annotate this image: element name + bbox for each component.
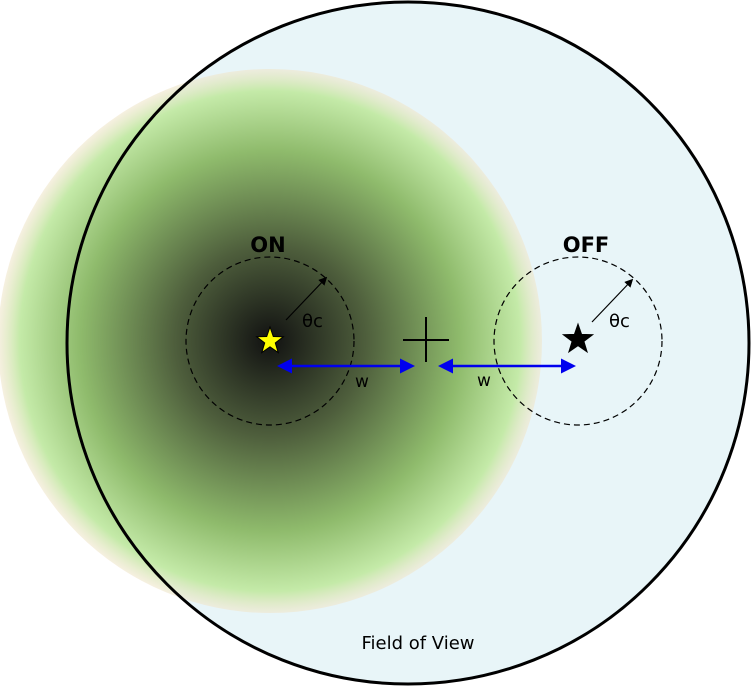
on-theta-label: θc (302, 311, 323, 332)
on-label: ON (250, 233, 285, 257)
w-label-left: w (355, 372, 369, 392)
off-theta-label: θc (609, 311, 630, 332)
off-star-icon (561, 322, 595, 354)
off-region-circle (493, 256, 663, 426)
off-label: OFF (563, 233, 610, 257)
on-star-icon (255, 325, 285, 354)
w-label-right: w (477, 371, 491, 391)
off-theta-arrow (591, 278, 634, 323)
on-region-circle (185, 256, 355, 426)
field-of-view-outline (65, 0, 751, 686)
on-theta-arrow (285, 276, 328, 321)
field-of-view-label: Field of View (361, 633, 474, 654)
